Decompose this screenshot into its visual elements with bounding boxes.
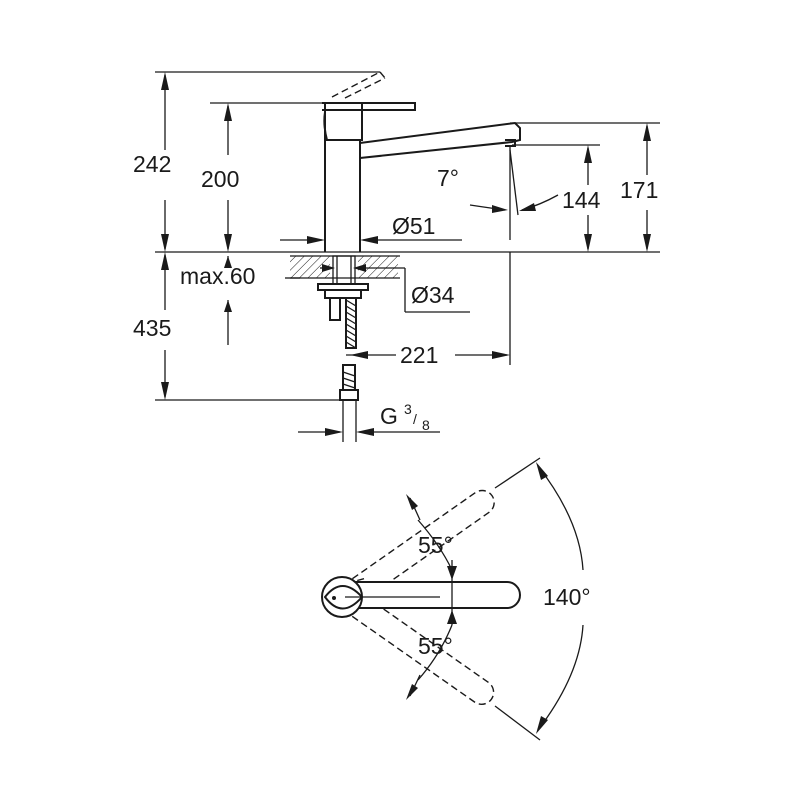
dim-55-lower-label: 55° (418, 633, 453, 659)
dimension-55-upper: 55° (406, 494, 457, 600)
faucet-body (322, 102, 521, 252)
mounting-assembly (290, 255, 400, 442)
dimension-7-degree: 7° (437, 165, 559, 213)
dimension-171: 171 (620, 123, 658, 252)
dimension-55-lower: 55° (406, 600, 457, 700)
dimension-144: 144 (562, 145, 601, 252)
dimension-221: 221 (346, 252, 511, 368)
dim-144-label: 144 (562, 187, 601, 213)
dimension-140: 140° (494, 457, 591, 741)
dimension-max60: max.60 (180, 256, 300, 345)
side-view: 242 200 144 171 (133, 71, 660, 442)
dim-55-upper-label: 55° (418, 532, 453, 558)
dimension-200: 200 (201, 103, 239, 252)
dim-connection-den: 8 (422, 417, 430, 433)
dim-171-label: 171 (620, 177, 658, 203)
dimension-d51: Ø51 (280, 213, 462, 244)
dim-140-label: 140° (543, 584, 591, 610)
dimension-435: 435 (133, 252, 171, 400)
dim-200-label: 200 (201, 166, 239, 192)
dim-242-label: 242 (133, 151, 171, 177)
dim-connection-num: 3 (404, 401, 412, 417)
dim-max60-label: max.60 (180, 263, 255, 289)
handle-raised-outline (331, 71, 386, 99)
dim-connection-prefix: G (380, 403, 398, 429)
top-view: 55° 55° 140° (321, 457, 591, 741)
dim-221-label: 221 (400, 342, 438, 368)
dim-d34-label: Ø34 (411, 282, 455, 308)
spout-top-solid (321, 576, 521, 618)
dim-435-label: 435 (133, 315, 171, 341)
dimension-connection: G 3 / 8 (298, 401, 440, 436)
dimension-242: 242 (133, 72, 171, 252)
dim-connection-slash: / (413, 411, 417, 427)
dim-d51-label: Ø51 (392, 213, 435, 239)
dimension-d34: Ø34 (320, 264, 470, 313)
dim-7-label: 7° (437, 165, 459, 191)
